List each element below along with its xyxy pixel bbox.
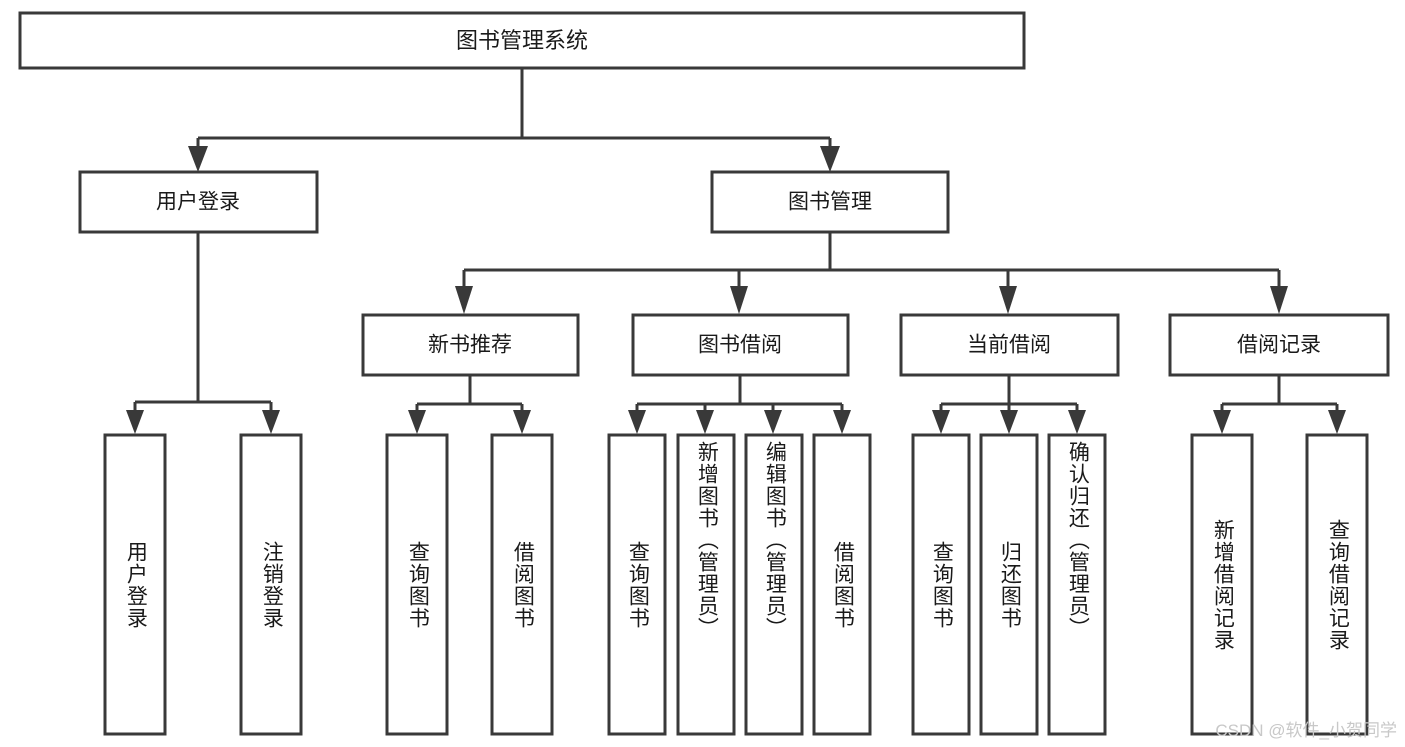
node-root[interactable]: 图书管理系统 xyxy=(18,11,1026,70)
arrow-bookmgmt-child-3 xyxy=(999,286,1017,314)
arrow-newbook-leaf-2 xyxy=(513,410,531,434)
node-root-label: 图书管理系统 xyxy=(456,28,588,53)
node-book-borrow-box[interactable] xyxy=(631,313,850,377)
arrow-currentborrow-leaf-2 xyxy=(1000,410,1018,434)
node-new-book-recommend[interactable]: 新书推荐 xyxy=(361,313,580,377)
arrow-currentborrow-leaf-1 xyxy=(932,410,950,434)
arrow-bookmgmt-child-2 xyxy=(730,286,748,314)
node-borrow-record-box[interactable] xyxy=(1168,313,1390,377)
leaf-box-book-borrow-4[interactable] xyxy=(812,433,872,736)
leaf-box-book-borrow-1[interactable] xyxy=(607,433,667,736)
node-book-borrow[interactable]: 图书借阅 xyxy=(631,313,850,377)
arrow-bookborrow-leaf-1 xyxy=(628,410,646,434)
arrow-borrowrecord-leaf-2 xyxy=(1328,410,1346,434)
arrow-userlogin-leaf-2 xyxy=(262,410,280,434)
node-new-book-recommend-box[interactable] xyxy=(361,313,580,377)
node-book-management[interactable]: 图书管理 xyxy=(710,170,950,234)
arrow-bookmgmt-child-1 xyxy=(455,286,473,314)
arrow-bookborrow-leaf-2 xyxy=(696,410,714,434)
node-book-management-box[interactable] xyxy=(710,170,950,234)
node-user-login-label: 用户登录 xyxy=(156,191,240,214)
leaf-box-book-borrow-2[interactable] xyxy=(676,433,736,736)
leaf-box-user-login-1[interactable] xyxy=(103,433,167,736)
node-book-borrow-label: 图书借阅 xyxy=(698,334,782,357)
arrow-newbook-leaf-1 xyxy=(408,410,426,434)
leaf-box-new-book-2[interactable] xyxy=(490,433,554,736)
node-root-box[interactable] xyxy=(18,11,1026,70)
node-current-borrow[interactable]: 当前借阅 xyxy=(899,313,1120,377)
arrow-root-to-book xyxy=(820,146,840,172)
node-current-borrow-label: 当前借阅 xyxy=(967,334,1051,357)
leaf-box-user-login-2[interactable] xyxy=(239,433,303,736)
leaf-box-borrow-record-2[interactable] xyxy=(1305,433,1369,736)
arrow-currentborrow-leaf-3 xyxy=(1068,410,1086,434)
csdn-watermark: CSDN @软件_小贺同学 xyxy=(1215,721,1397,740)
leaf-box-current-borrow-2[interactable] xyxy=(979,433,1039,736)
node-borrow-record-label: 借阅记录 xyxy=(1237,334,1321,357)
node-borrow-record[interactable]: 借阅记录 xyxy=(1168,313,1390,377)
connector-layer xyxy=(126,68,1346,434)
arrow-root-to-user xyxy=(188,146,208,172)
leaf-box-book-borrow-3[interactable] xyxy=(744,433,804,736)
node-current-borrow-box[interactable] xyxy=(899,313,1120,377)
node-user-login-box[interactable] xyxy=(78,170,319,234)
leaf-box-current-borrow-3[interactable] xyxy=(1047,433,1107,736)
leaf-box-new-book-1[interactable] xyxy=(385,433,449,736)
arrow-userlogin-leaf-1 xyxy=(126,410,144,434)
arrow-borrowrecord-leaf-1 xyxy=(1213,410,1231,434)
leaf-box-current-borrow-1[interactable] xyxy=(911,433,971,736)
arrow-bookborrow-leaf-3 xyxy=(764,410,782,434)
node-user-login[interactable]: 用户登录 xyxy=(78,170,319,234)
node-new-book-recommend-label: 新书推荐 xyxy=(428,334,512,357)
arrow-bookborrow-leaf-4 xyxy=(833,410,851,434)
node-book-management-label: 图书管理 xyxy=(788,191,872,214)
arrow-bookmgmt-child-4 xyxy=(1270,286,1288,314)
leaf-box-borrow-record-1[interactable] xyxy=(1190,433,1254,736)
